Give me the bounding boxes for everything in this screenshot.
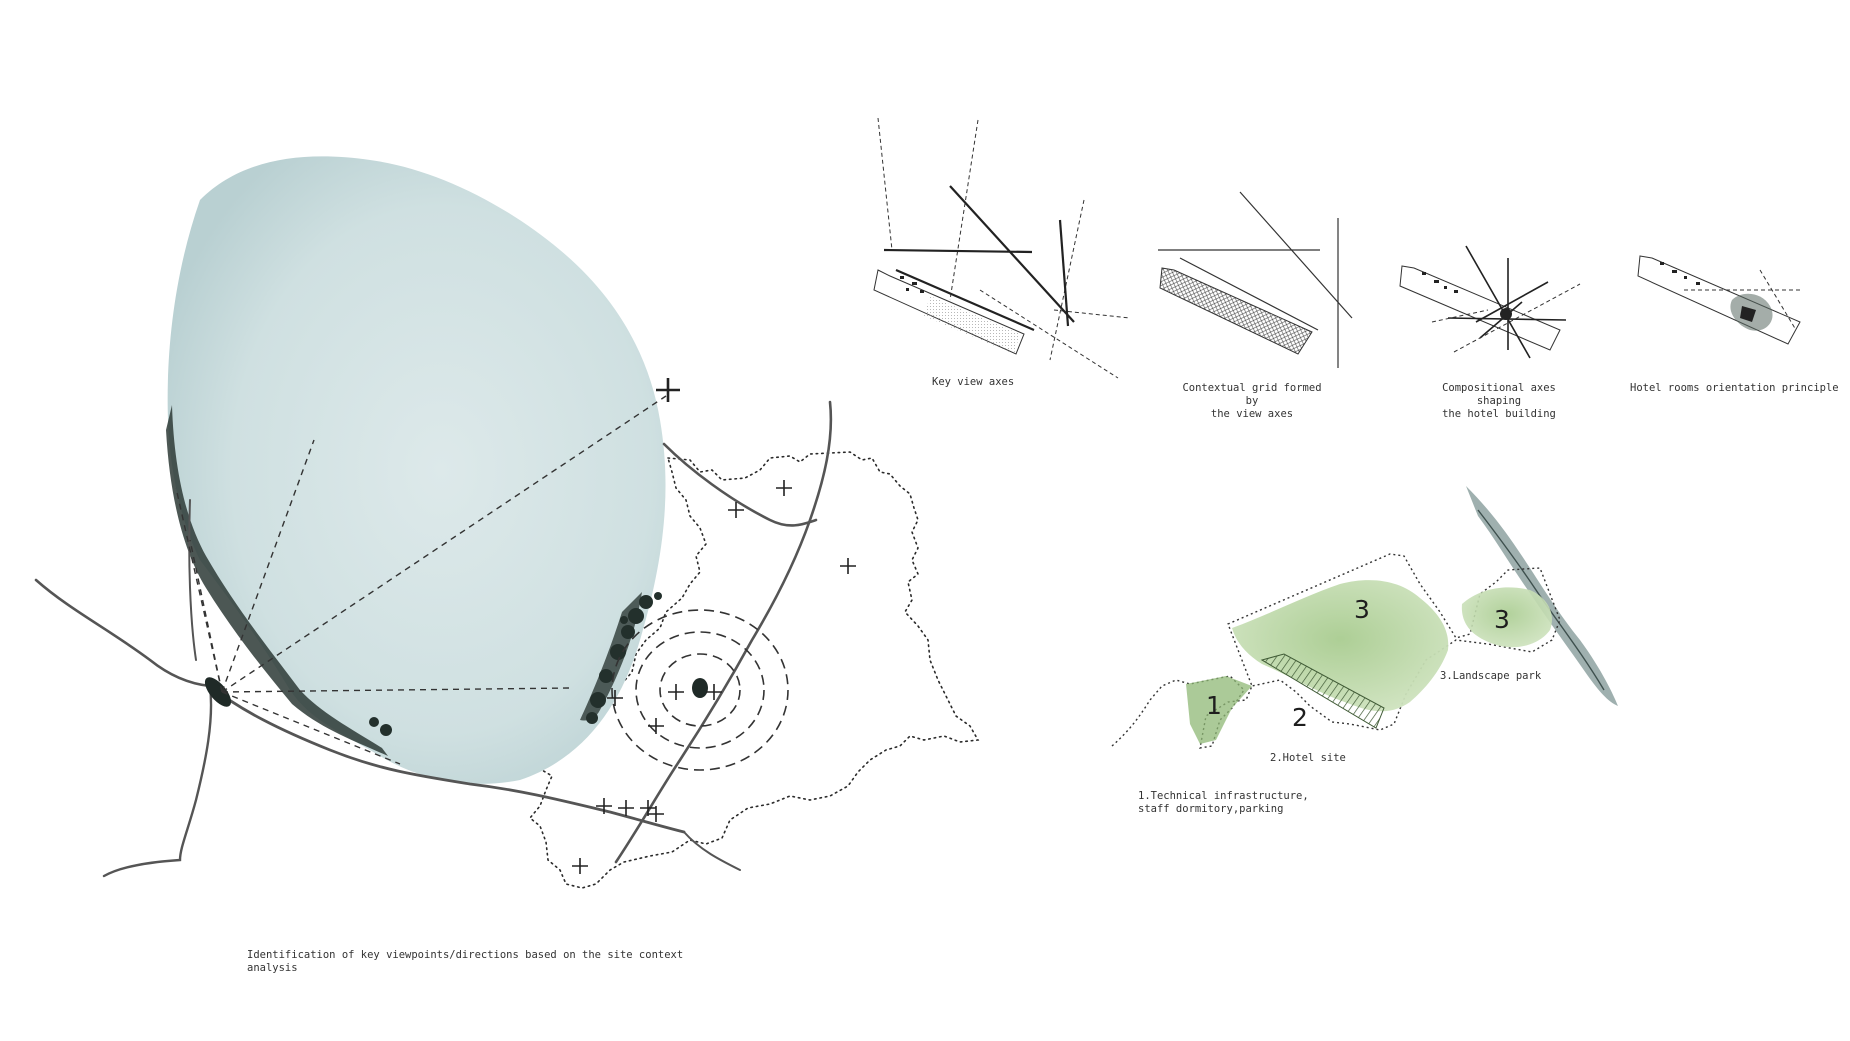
lake-shore-ink-east [580,592,642,721]
hill-rings [611,609,789,771]
lake-shore-ink [166,405,388,756]
diagram-key-view-axes [873,117,1131,379]
roads [34,400,833,878]
caption-zone-technical: 1.Technical infrastructure, staff dormit… [1138,790,1309,815]
diagram-contextual-grid [1158,191,1353,368]
tree-clusters [369,592,662,736]
caption-site-analysis: Identification of key viewpoints/directi… [247,949,684,974]
zone-1-area [1186,676,1252,744]
caption-key-view-axes: Key view axes [932,376,1015,388]
caption-contextual-grid: Contextual grid formed by the view axes [1182,382,1322,420]
site-boundary-dotted [528,451,980,889]
site-analysis-drawing [34,156,980,889]
zone-3-park-number: 3 [1494,605,1510,634]
caption-zone-hotel-site: 2.Hotel site [1270,752,1346,764]
zone-1-number: 1 [1206,691,1222,720]
caption-compositional-axes: Compositional axes shaping the hotel bui… [1442,382,1556,420]
zone-2-hotel-strip [1260,653,1385,729]
caption-zone-landscape-park: 3.Landscape park [1440,670,1542,682]
zoning-diagram [1111,486,1618,749]
viewpoint-crosses [572,378,856,874]
river-bank [1466,486,1618,706]
zone-2-number: 2 [1292,703,1308,732]
viewpoint-marker [204,677,232,707]
diagram-hotel-rooms-orientation [1637,255,1801,345]
zone-3-main-area [1232,580,1449,712]
view-lines [175,395,667,765]
lake-shape [167,156,666,784]
zone-3-park-area [1461,587,1552,648]
hill-peak-marker [692,678,708,698]
caption-hotel-rooms: Hotel rooms orientation principle [1630,382,1839,394]
zone-3-main-number: 3 [1354,595,1370,624]
diagram-compositional-axes [1399,245,1581,359]
